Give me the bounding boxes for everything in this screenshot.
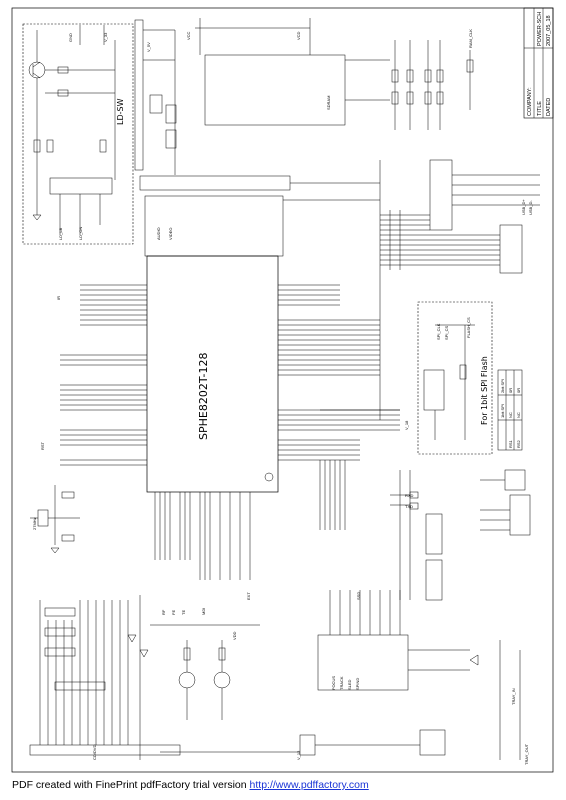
flash-table-cell: 0R (508, 388, 513, 393)
net-label: V_33 (103, 32, 108, 42)
title-block-title-value: POWER-SCH (537, 12, 543, 46)
net-label: TRACK (339, 676, 344, 690)
net-label: MDI (201, 608, 206, 615)
flash-table-cell: 0R (516, 388, 521, 393)
net-label: USB_D- (528, 200, 533, 215)
chip-name-label: SPHE8202T-128 (197, 352, 210, 440)
bottom-connector (29, 744, 181, 756)
bottom-pin-bus (154, 460, 346, 580)
right-connector-upper (429, 159, 453, 231)
left-pin-bus (60, 284, 147, 466)
net-label: RAM_CLK (468, 29, 473, 48)
net-label: TRAY_IN (511, 688, 516, 705)
net-label: VIDEO (168, 228, 173, 240)
net-label: SSD (356, 592, 361, 600)
net-label: LD_ON (78, 227, 83, 240)
net-label: FE (171, 610, 176, 615)
net-label: SDRAM (326, 96, 331, 110)
net-label: GND (68, 33, 73, 42)
net-label: SLED (347, 679, 352, 690)
right-pin-bus (278, 284, 400, 461)
net-label: EXT (246, 592, 251, 600)
flash-box (417, 301, 493, 455)
net-label: LD_LB (58, 227, 63, 240)
net-label: SPIND (355, 678, 360, 690)
net-label: 27MHz (32, 517, 37, 530)
driver-chip (317, 634, 409, 691)
footer-link[interactable]: http://www.pdffactory.com (249, 779, 369, 791)
net-label: SPI_CS (444, 325, 449, 340)
footer-prefix: PDF created with FinePrint pdfFactory tr… (12, 779, 250, 791)
net-label: VDD (232, 631, 237, 640)
flash-table-grid (497, 369, 523, 451)
ld-sw-label: LD-SW (116, 98, 125, 125)
flash-table-cell: 1bit SPI (500, 404, 505, 418)
net-label: RST (40, 441, 45, 450)
title-block-title-label: TITLE (537, 101, 543, 116)
title-block-company: COMPANY: (527, 87, 533, 116)
crystal (37, 509, 49, 527)
sdram-chip (204, 54, 346, 126)
flash-table-cell: RS1 (508, 439, 513, 448)
ld-sw-block (22, 23, 134, 245)
net-label: VCC (186, 31, 191, 40)
net-label: VCD (296, 31, 301, 40)
flash-table-cell: RS2 (516, 439, 521, 448)
pdf-footer: PDF created with FinePrint pdfFactory tr… (12, 779, 369, 791)
net-label: SPI_CLK (436, 323, 441, 340)
flash-table-cell: NC (516, 412, 521, 418)
net-label: TE (181, 610, 186, 615)
net-label: CD/DVD (92, 745, 97, 760)
net-label: AUDIO (156, 227, 161, 240)
net-label: V_5V (146, 42, 151, 52)
net-label: TXD (405, 504, 413, 509)
net-label: RF (161, 609, 166, 615)
title-block-dated-value: 2007_05_18 (546, 15, 552, 46)
sheet-border (11, 7, 554, 773)
flash-chip (425, 513, 443, 555)
net-label: RXD (405, 493, 414, 498)
net-label: TRAY_OUT (524, 743, 529, 765)
net-label: V_12 (296, 750, 301, 760)
transistor-q1 (178, 671, 196, 689)
net-label: USB_D+ (521, 199, 526, 215)
net-label: FLASH_CS (466, 317, 471, 338)
transistor-q2 (213, 671, 231, 689)
title-block-frame (523, 7, 554, 119)
net-label: FOCUS (331, 676, 336, 690)
flash-table-cell: NC (508, 412, 513, 418)
net-label: IR (56, 296, 61, 300)
net-label: V_18 (404, 420, 409, 430)
title-block-dated-label: DATED (546, 98, 552, 116)
main-chip (146, 255, 279, 493)
flash-table-cell: 2bit SPI (500, 379, 505, 393)
flash-note-label: For 1bit SPI Flash (480, 356, 489, 425)
